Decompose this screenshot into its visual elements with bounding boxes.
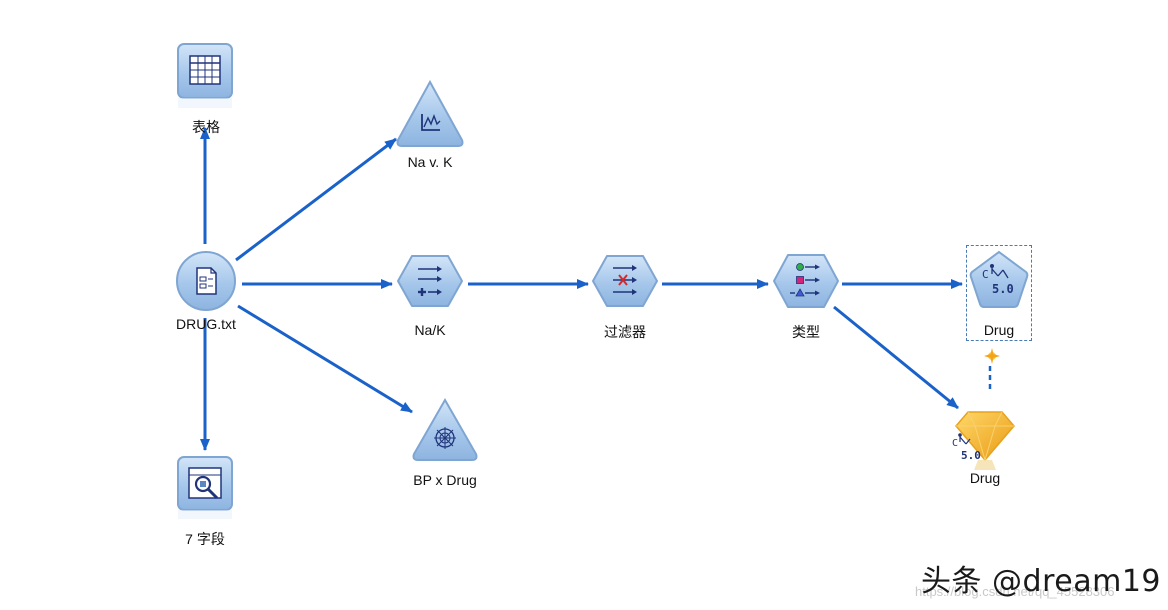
derive-icon	[418, 266, 442, 296]
node-type[interactable]	[773, 254, 839, 308]
filter-icon	[613, 265, 637, 295]
node-model[interactable]: C 5.0	[969, 250, 1029, 308]
sparkle-icon	[984, 348, 1000, 364]
data-audit-icon	[188, 467, 222, 500]
svg-text:5.0: 5.0	[992, 282, 1014, 296]
node-label-model: Drug	[983, 322, 1015, 338]
watermark-brand: 头条 @dream19	[921, 564, 1161, 599]
svg-text:C: C	[952, 438, 958, 449]
node-navk[interactable]	[396, 79, 464, 147]
table-icon	[189, 55, 221, 85]
c50-nugget-icon: C 5.0	[952, 433, 981, 462]
node-label-fields: 7 字段	[185, 531, 225, 547]
link-type-to-nugget[interactable]	[833, 305, 959, 410]
node-label-navk: Na v. K	[407, 154, 453, 170]
node-table[interactable]	[177, 43, 233, 108]
node-bpdrug[interactable]	[412, 397, 478, 461]
node-label-table: 表格	[192, 119, 220, 135]
selection-box	[966, 245, 1032, 341]
node-label-filter: 过滤器	[604, 324, 646, 340]
web-graph-icon	[434, 427, 456, 449]
connections	[200, 127, 992, 451]
node-derive[interactable]	[397, 255, 463, 307]
node-label-bpdrug: BP x Drug	[413, 472, 477, 488]
node-label-type: 类型	[792, 324, 820, 340]
node-label-nugget: Drug	[969, 470, 1001, 486]
node-fields[interactable]	[177, 456, 233, 519]
node-label-source: DRUG.txt	[176, 316, 236, 332]
link-source-to-bpdrug[interactable]	[237, 304, 413, 414]
watermark-url: https://blog.csdn.net/qq_45528306	[915, 584, 1115, 599]
node-filter[interactable]	[592, 255, 658, 307]
type-icon	[790, 263, 820, 297]
node-label-derive: Na/K	[414, 322, 446, 338]
plot-icon	[421, 114, 441, 131]
svg-text:C: C	[982, 268, 989, 281]
file-source-icon	[196, 267, 217, 295]
link-source-to-navk[interactable]	[235, 137, 397, 262]
node-nugget[interactable]: C 5.0	[952, 411, 1015, 470]
svg-text:5.0: 5.0	[961, 449, 981, 462]
node-source[interactable]	[176, 251, 236, 311]
c50-modeler-icon: C 5.0	[982, 264, 1014, 296]
